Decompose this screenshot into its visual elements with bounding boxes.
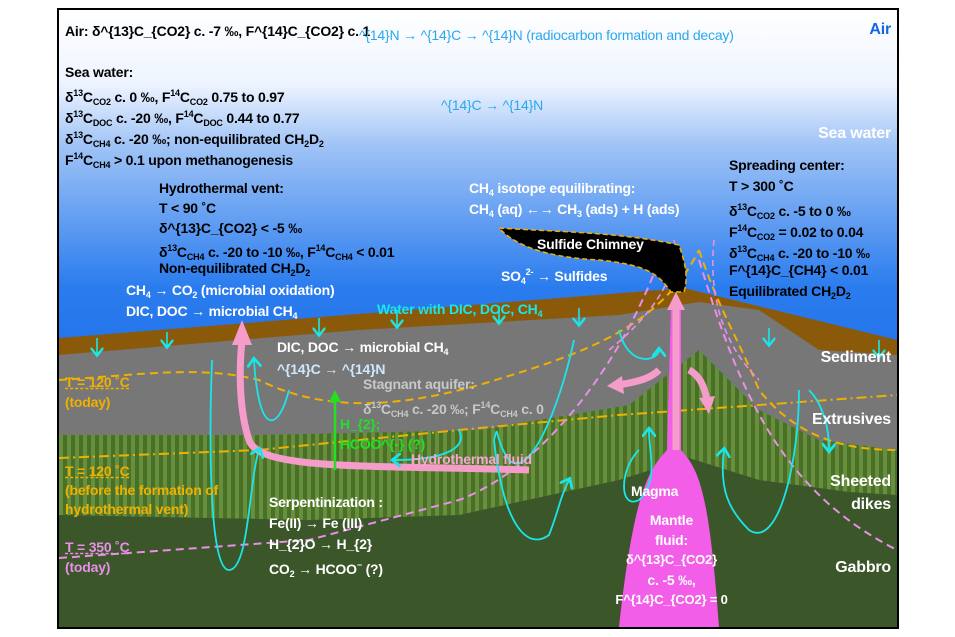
info-line: δ13CCH4 c. -20 ‰; F14CCH4 c. 0	[363, 400, 544, 419]
info-line: CH4 isotope equilibrating:	[469, 180, 636, 198]
geology-illustration	[59, 10, 897, 627]
magma-label: Magma	[631, 483, 679, 499]
air-isotope-info: Air: δ^{13}C_{CO2} c. -7 ‰, F^{14}C_{CO2…	[65, 23, 371, 39]
h2-arrowhead	[329, 390, 341, 402]
isotherm-120-before	[59, 394, 897, 459]
label-line: (today)	[65, 394, 111, 410]
info-line: Spreading center:	[729, 157, 845, 173]
process-line: DIC, DOC → microbial CH4	[126, 303, 298, 321]
sheeted-dikes-label: Sheeted dikes	[830, 470, 891, 516]
info-line: Non-equilibrated CH2D2	[159, 260, 311, 278]
info-line: Stagnant aquifer:	[363, 376, 475, 392]
chimney-label: Sulfide Chimney	[537, 236, 644, 252]
seawater-inflow-arrows	[97, 306, 879, 356]
sea-water-info: Sea water: δ13CCO2 c. 0 ‰, F14CCO2 0.75 …	[65, 62, 324, 170]
info-line: δ13CDOC c. -20 ‰, F14CDOC 0.44 to 0.77	[65, 109, 300, 128]
stagnant-aquifer-info: Stagnant aquifer: δ13CCH4 c. -20 ‰; F14C…	[363, 374, 544, 419]
isotherm-350-today	[59, 259, 897, 559]
info-line: F14CCH4 > 0.1 upon methanogenesis	[65, 151, 293, 170]
isotherm-120-before-label: T = 120 ˚C (before the formation of hydr…	[65, 462, 218, 519]
spreading-center-info: Spreading center: T > 300 ˚C δ13CCO2 c. …	[729, 155, 870, 302]
sediment-layer	[59, 288, 897, 355]
hydrothermal-vent-info: Hydrothermal vent: T < 90 ˚C δ^{13}C_{CO…	[159, 178, 395, 278]
label-line: (today)	[65, 559, 111, 575]
info-line: Sea water:	[65, 64, 134, 80]
label-line: hydrothermal vent)	[65, 501, 189, 517]
info-line: c. -5 ‰,	[647, 572, 696, 588]
info-line: T < 90 ˚C	[159, 200, 216, 216]
vent-processes: CH4 → CO2 (microbial oxidation) DIC, DOC…	[126, 280, 335, 322]
sediment-label: Sediment	[820, 349, 892, 366]
gabbro-label: Gabbro	[835, 559, 891, 576]
info-line: Hydrothermal vent:	[159, 180, 284, 196]
info-line: F^{14}C_{CH4} < 0.01	[729, 262, 869, 278]
info-line: F^{14}C_{CO2} = 0	[615, 592, 728, 607]
mantle-fluid-info: Mantle fluid: δ^{13}C_{CO2} c. -5 ‰, F^{…	[594, 510, 749, 610]
ch4-equilibration-info: CH4 isotope equilibrating: CH4 (aq) ←→ C…	[469, 178, 680, 220]
info-line: Mantle	[649, 512, 694, 528]
magma-plume	[619, 305, 719, 627]
air-layer-label: Air	[869, 21, 891, 38]
process-line: CH4 → CO2 (microbial oxidation)	[126, 282, 335, 300]
label-line: T = 120 ˚C	[65, 463, 130, 479]
info-line: HCOO^{-} (?)	[340, 436, 426, 452]
info-line: Serpentinization :	[269, 494, 383, 510]
isotherm-350-today-label: T = 350 ˚C (today)	[65, 537, 130, 577]
subsurface-microbial: DIC, DOC → microbial CH4	[277, 339, 449, 357]
info-line: δ13CCH4 c. -20 ‰; non-equilibrated CH2D2	[65, 130, 324, 149]
info-line: CH4 (aq) ←→ CH3 (ads) + H (ads)	[469, 201, 680, 219]
h2-formate-label: H_{2}; HCOO^{-} (?)	[340, 414, 425, 454]
sulfate-reaction: SO42- → Sulfides	[501, 267, 608, 286]
sulfide-chimney	[497, 227, 687, 293]
subsurface-decay: ^{14}C → ^{14}N	[277, 361, 386, 377]
isotherm-120-today	[59, 249, 897, 451]
info-line: δ^{13}C_{CO2} < -5 ‰	[159, 220, 303, 236]
info-line: H_{2};	[340, 416, 381, 432]
diagram-frame: Air: δ^{13}C_{CO2} c. -7 ‰, F^{14}C_{CO2…	[57, 8, 899, 629]
info-line: δ13CCH4 c. -20 to -10 ‰, F14CCH4 < 0.01	[159, 243, 395, 262]
extrusives-label: Extrusives	[812, 411, 891, 428]
serpentinization-info: Serpentinization : Fe(II) → Fe (III) H_{…	[269, 492, 383, 579]
circulation-flow-lines	[209, 329, 829, 571]
info-line: δ13CCH4 c. -20 to -10 ‰	[729, 244, 870, 263]
info-line: T > 300 ˚C	[729, 178, 794, 194]
label-line: T = 120 ˚C	[65, 374, 130, 390]
info-line: δ13CCO2 c. 0 ‰, F14CCO2 0.75 to 0.97	[65, 88, 285, 107]
info-line: H_{2}O → H_{2}	[269, 536, 373, 552]
info-line: δ13CCO2 c. -5 to 0 ‰	[729, 202, 851, 221]
sea-decay-label: ^{14}C → ^{14}N	[441, 97, 543, 113]
label-line: T = 350 ˚C	[65, 539, 130, 555]
water-flow-label: Water with DIC, DOC, CH4	[377, 301, 543, 319]
info-line: fluid:	[654, 532, 688, 548]
label-line: Sheeted	[830, 473, 891, 490]
label-line: (before the formation of	[65, 482, 219, 498]
info-line: CO2 → HCOO− (?)	[269, 560, 383, 579]
isotherm-120-today-label: T = 120 ˚C (today)	[65, 372, 130, 412]
info-line: δ^{13}C_{CO2}	[626, 552, 717, 567]
label-line: dikes	[851, 496, 891, 513]
info-line: Fe(II) → Fe (III)	[269, 515, 363, 531]
info-line: F14CCO2 = 0.02 to 0.04	[729, 223, 864, 242]
sea-water-layer-label: Sea water	[818, 125, 891, 142]
radiocarbon-label: ^{14}N → ^{14}C → ^{14}N (radiocarbon fo…	[359, 27, 734, 43]
hydrothermal-fluid-label: Hydrothermal fluid	[411, 451, 532, 467]
info-line: Equilibrated CH2D2	[729, 283, 851, 301]
